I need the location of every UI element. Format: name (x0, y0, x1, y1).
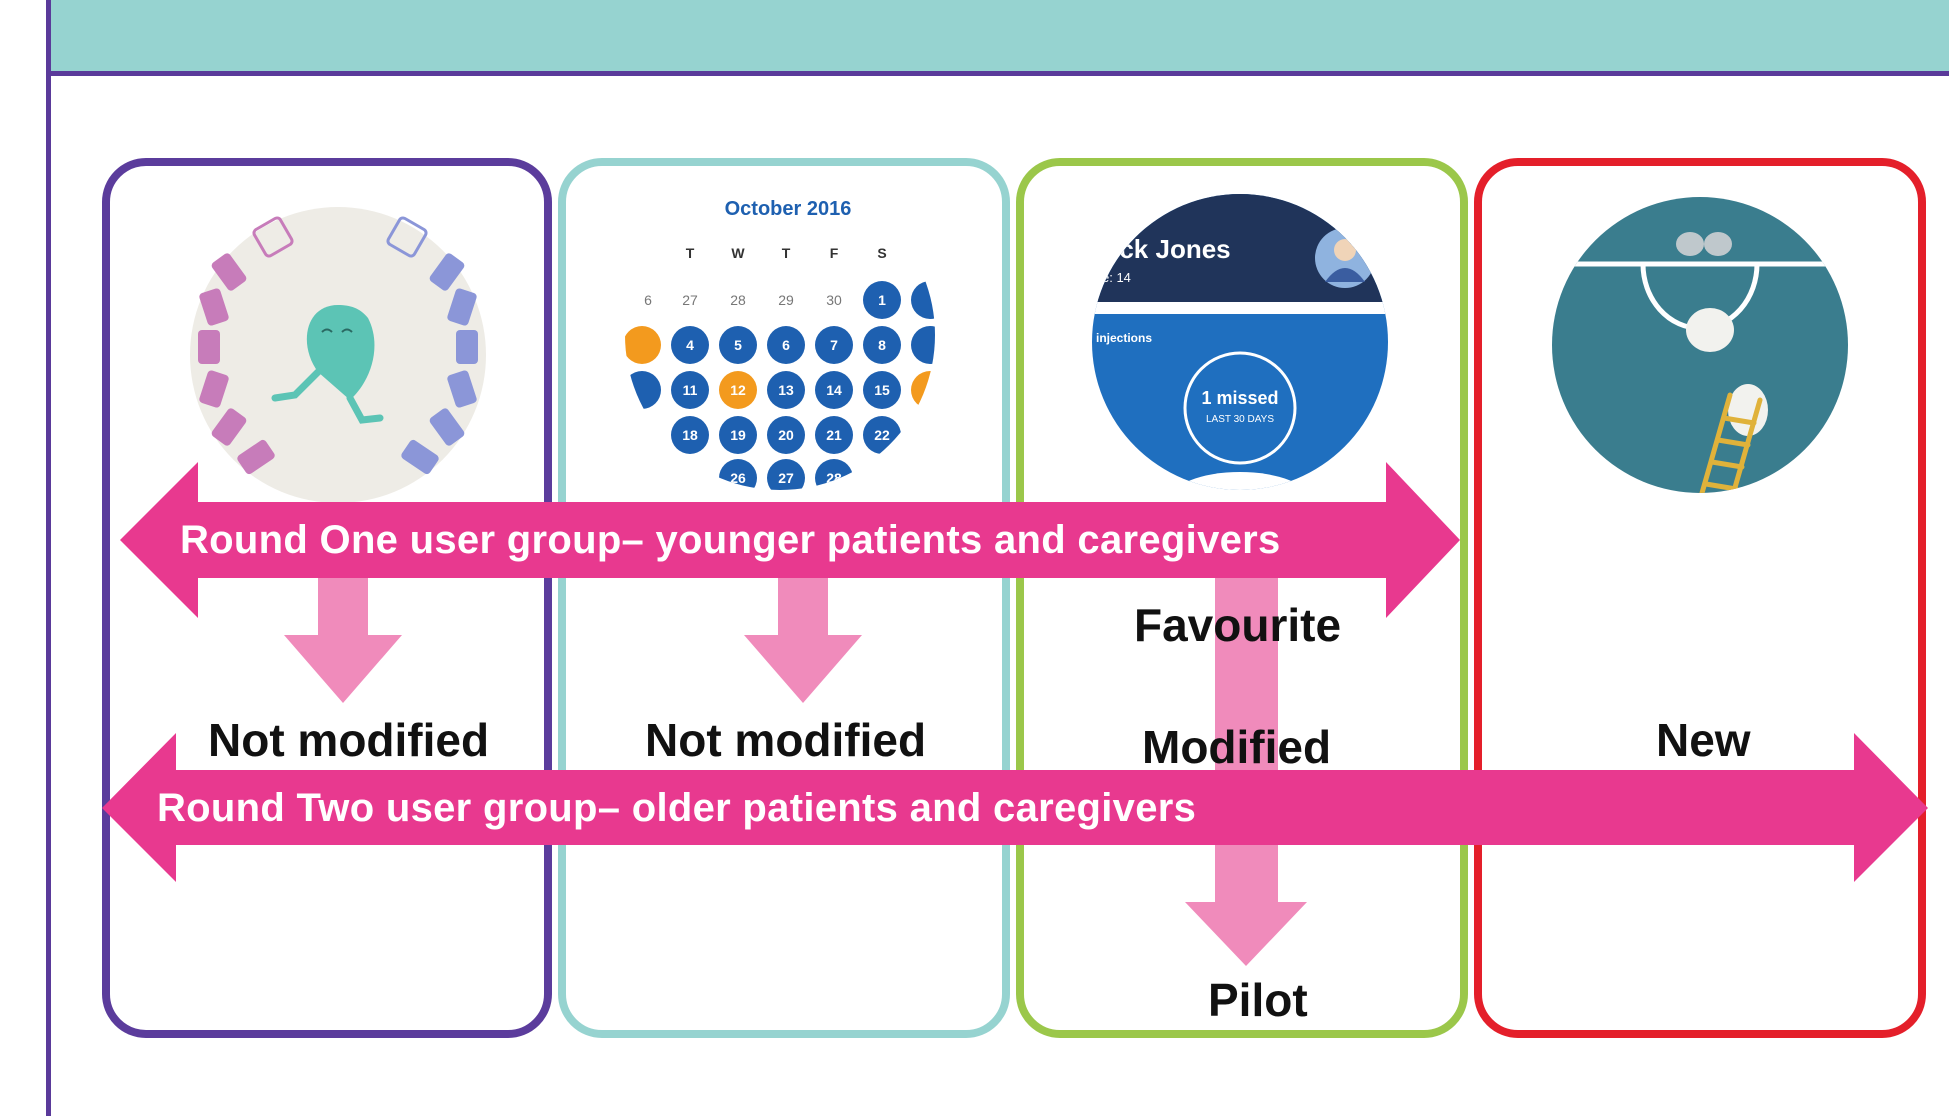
svg-text:30: 30 (826, 292, 842, 308)
profile-icon: rick Jones e: 14 injections 1 missed LAS… (1092, 194, 1388, 490)
calendar-header: October 2016 (725, 198, 852, 220)
round-one-arrow (120, 462, 1460, 618)
svg-text:15: 15 (874, 382, 890, 398)
calendar-day-label: F (830, 245, 839, 261)
svg-text:28: 28 (826, 470, 842, 486)
svg-text:22: 22 (874, 427, 890, 443)
svg-text:14: 14 (826, 382, 842, 398)
svg-text:26: 26 (730, 470, 746, 486)
svg-text:7: 7 (830, 337, 838, 353)
status-pilot: Pilot (1208, 974, 1308, 1026)
round-two-arrow (102, 733, 1928, 882)
round-one-label: Round One user group– younger patients a… (180, 518, 1281, 562)
profile-name: rick Jones (1102, 234, 1231, 264)
down-arrow-card3 (1185, 570, 1307, 966)
frame-left-line (46, 76, 51, 1116)
svg-text:27: 27 (778, 470, 794, 486)
down-arrow-card1 (284, 570, 402, 703)
svg-text:21: 21 (826, 427, 842, 443)
calendar-day-label: W (731, 245, 745, 261)
missed-count: 1 missed (1201, 388, 1278, 408)
calendar-day-label: T (782, 245, 791, 261)
svg-text:6: 6 (782, 337, 790, 353)
profile-section: injections (1096, 331, 1152, 345)
character-ring-icon (190, 207, 486, 503)
svg-text:1: 1 (878, 292, 886, 308)
calendar-icon: October 2016 T W T F S 6 27 28 29 30 (625, 198, 935, 490)
svg-text:12: 12 (730, 382, 746, 398)
down-arrow-card2 (744, 570, 862, 703)
svg-text:18: 18 (682, 427, 698, 443)
status-not-modified-card2: Not modified (645, 714, 927, 766)
svg-text:19: 19 (730, 427, 746, 443)
svg-text:13: 13 (778, 382, 794, 398)
svg-text:28: 28 (730, 292, 746, 308)
missed-sub: LAST 30 DAYS (1206, 414, 1274, 425)
svg-text:8: 8 (878, 337, 886, 353)
down-arrows (284, 570, 1307, 966)
status-modified: Modified (1142, 721, 1332, 773)
ladder-hole-icon (1552, 197, 1848, 493)
status-new: New (1656, 714, 1751, 766)
svg-text:27: 27 (682, 292, 698, 308)
calendar-day-label: S (877, 245, 886, 261)
calendar-day-label: T (686, 245, 695, 261)
svg-text:20: 20 (778, 427, 794, 443)
svg-text:11: 11 (683, 382, 698, 398)
status-favourite: Favourite (1134, 599, 1342, 651)
status-not-modified-card1: Not modified (208, 714, 490, 766)
profile-age: e: 14 (1102, 270, 1131, 285)
header-band (46, 0, 1949, 76)
round-two-label: Round Two user group– older patients and… (157, 786, 1197, 830)
svg-text:6: 6 (644, 292, 652, 308)
svg-text:5: 5 (734, 337, 742, 353)
svg-text:29: 29 (778, 292, 794, 308)
svg-text:4: 4 (686, 337, 694, 353)
